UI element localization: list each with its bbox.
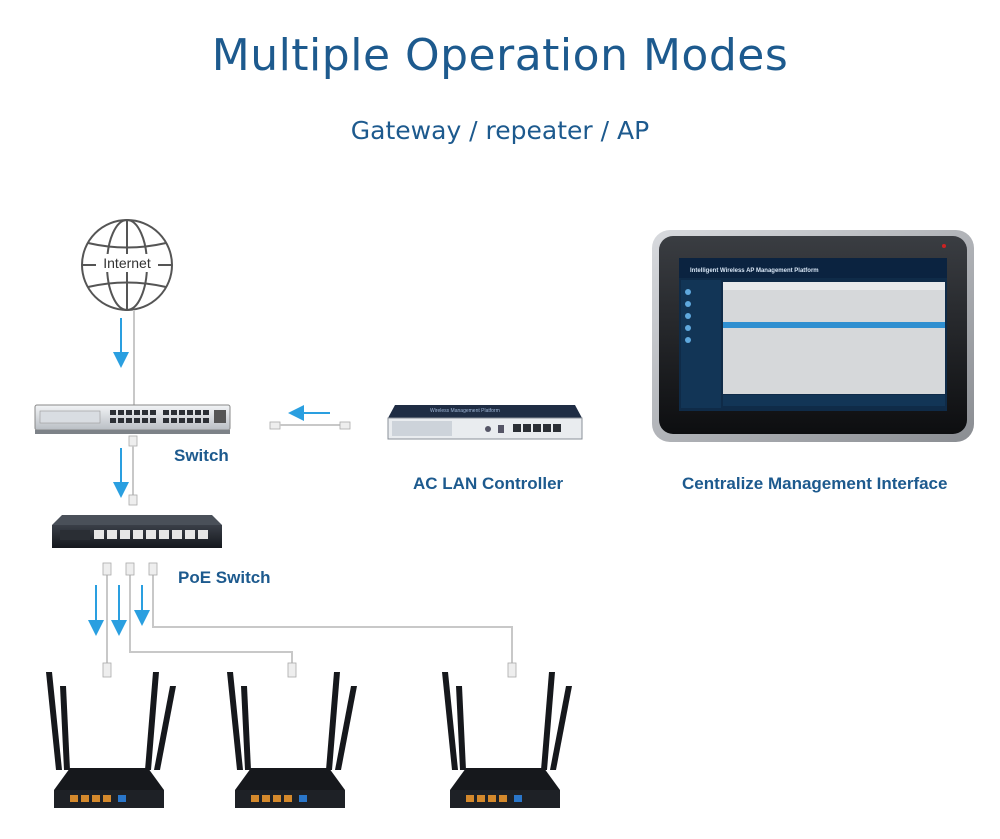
ac-controller-label: AC LAN Controller bbox=[413, 474, 564, 493]
internet-globe-icon: Internet bbox=[81, 219, 173, 311]
page-title: Multiple Operation Modes bbox=[211, 30, 789, 81]
internet-label: Internet bbox=[103, 255, 151, 271]
arrows-poe-to-routers bbox=[88, 585, 150, 636]
cable-switch-poe bbox=[128, 435, 138, 506]
management-interface-label: Centralize Management Interface bbox=[682, 474, 948, 493]
tablet-app-title: Intelligent Wireless AP Management Platf… bbox=[690, 268, 819, 274]
router-3-icon bbox=[442, 672, 572, 808]
poe-switch-label: PoE Switch bbox=[178, 568, 271, 587]
cables-poe-routers bbox=[106, 575, 513, 663]
cable-plugs bbox=[102, 562, 517, 678]
cable-controller-switch bbox=[269, 421, 351, 430]
poe-switch-device-icon bbox=[52, 515, 222, 548]
tablet-device-icon: Intelligent Wireless AP Management Platf… bbox=[652, 230, 974, 442]
router-1-icon bbox=[46, 672, 176, 808]
router-2-icon bbox=[227, 672, 357, 808]
switch-device-icon bbox=[34, 404, 231, 434]
switch-label: Switch bbox=[174, 446, 229, 465]
ac-controller-device-icon: Wireless Management Platform bbox=[387, 405, 583, 440]
page-subtitle: Gateway / repeater / AP bbox=[350, 116, 650, 145]
svg-text:Wireless Management Platform: Wireless Management Platform bbox=[430, 408, 500, 414]
